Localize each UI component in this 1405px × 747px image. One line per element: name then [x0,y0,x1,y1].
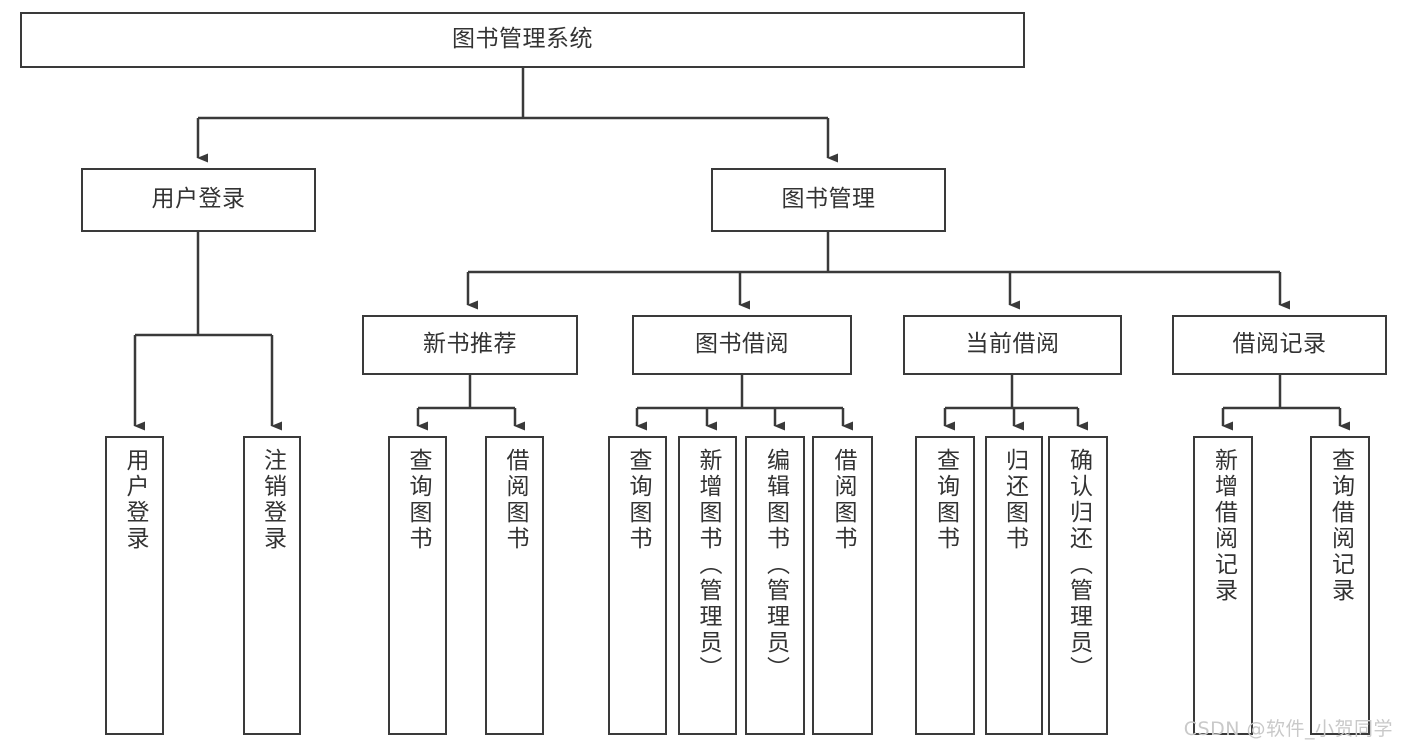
csdn-watermark: CSDN @软件_小贺同学 [1183,718,1393,740]
node-new-book-recommend[interactable]: 新书推荐 [362,315,578,375]
leaf-record-query-record[interactable]: 查询借阅记录 [1310,436,1370,735]
leaf-record-add-record-label: 新增借阅记录 [1210,448,1237,604]
leaf-current-confirm-return-admin-label: 确认归还（管理员） [1065,448,1092,682]
node-book-borrow-label: 图书借阅 [695,331,789,358]
leaf-user-logout[interactable]: 注销登录 [243,436,301,735]
leaf-borrow-lend-book[interactable]: 借阅图书 [812,436,873,735]
node-current-borrow[interactable]: 当前借阅 [903,315,1122,375]
node-current-borrow-label: 当前借阅 [965,331,1060,358]
leaf-borrow-edit-book-admin[interactable]: 编辑图书（管理员） [745,436,805,735]
leaf-newbook-borrow-book[interactable]: 借阅图书 [485,436,544,735]
leaf-borrow-edit-book-admin-label: 编辑图书（管理员） [762,448,789,682]
leaf-current-query-book-label: 查询图书 [932,448,959,552]
leaf-borrow-query-book-label: 查询图书 [625,448,651,552]
leaf-record-add-record[interactable]: 新增借阅记录 [1193,436,1253,735]
node-user-login[interactable]: 用户登录 [81,168,316,232]
leaf-user-login[interactable]: 用户登录 [105,436,164,735]
leaf-user-login-label: 用户登录 [122,448,148,552]
leaf-current-return-book-label: 归还图书 [1001,448,1028,552]
leaf-newbook-query-book-label: 查询图书 [405,448,431,552]
node-user-login-label: 用户登录 [151,186,246,213]
leaf-current-return-book[interactable]: 归还图书 [985,436,1043,735]
leaf-newbook-query-book[interactable]: 查询图书 [388,436,447,735]
node-borrow-record-label: 借阅记录 [1232,331,1327,358]
node-new-book-recommend-label: 新书推荐 [423,331,517,358]
leaf-user-logout-label: 注销登录 [259,448,286,552]
node-book-borrow[interactable]: 图书借阅 [632,315,852,375]
node-book-management[interactable]: 图书管理 [711,168,946,232]
leaf-borrow-add-book-admin-label: 新增图书（管理员） [695,448,721,682]
node-book-management-label: 图书管理 [781,186,876,213]
node-root[interactable]: 图书管理系统 [20,12,1025,68]
leaf-current-confirm-return-admin[interactable]: 确认归还（管理员） [1048,436,1108,735]
leaf-borrow-add-book-admin[interactable]: 新增图书（管理员） [678,436,737,735]
leaf-current-query-book[interactable]: 查询图书 [915,436,975,735]
node-borrow-record[interactable]: 借阅记录 [1172,315,1387,375]
leaf-borrow-query-book[interactable]: 查询图书 [608,436,667,735]
leaf-record-query-record-label: 查询借阅记录 [1327,448,1354,604]
leaf-borrow-lend-book-label: 借阅图书 [830,448,856,552]
node-root-label: 图书管理系统 [452,26,593,53]
leaf-newbook-borrow-book-label: 借阅图书 [502,448,528,552]
